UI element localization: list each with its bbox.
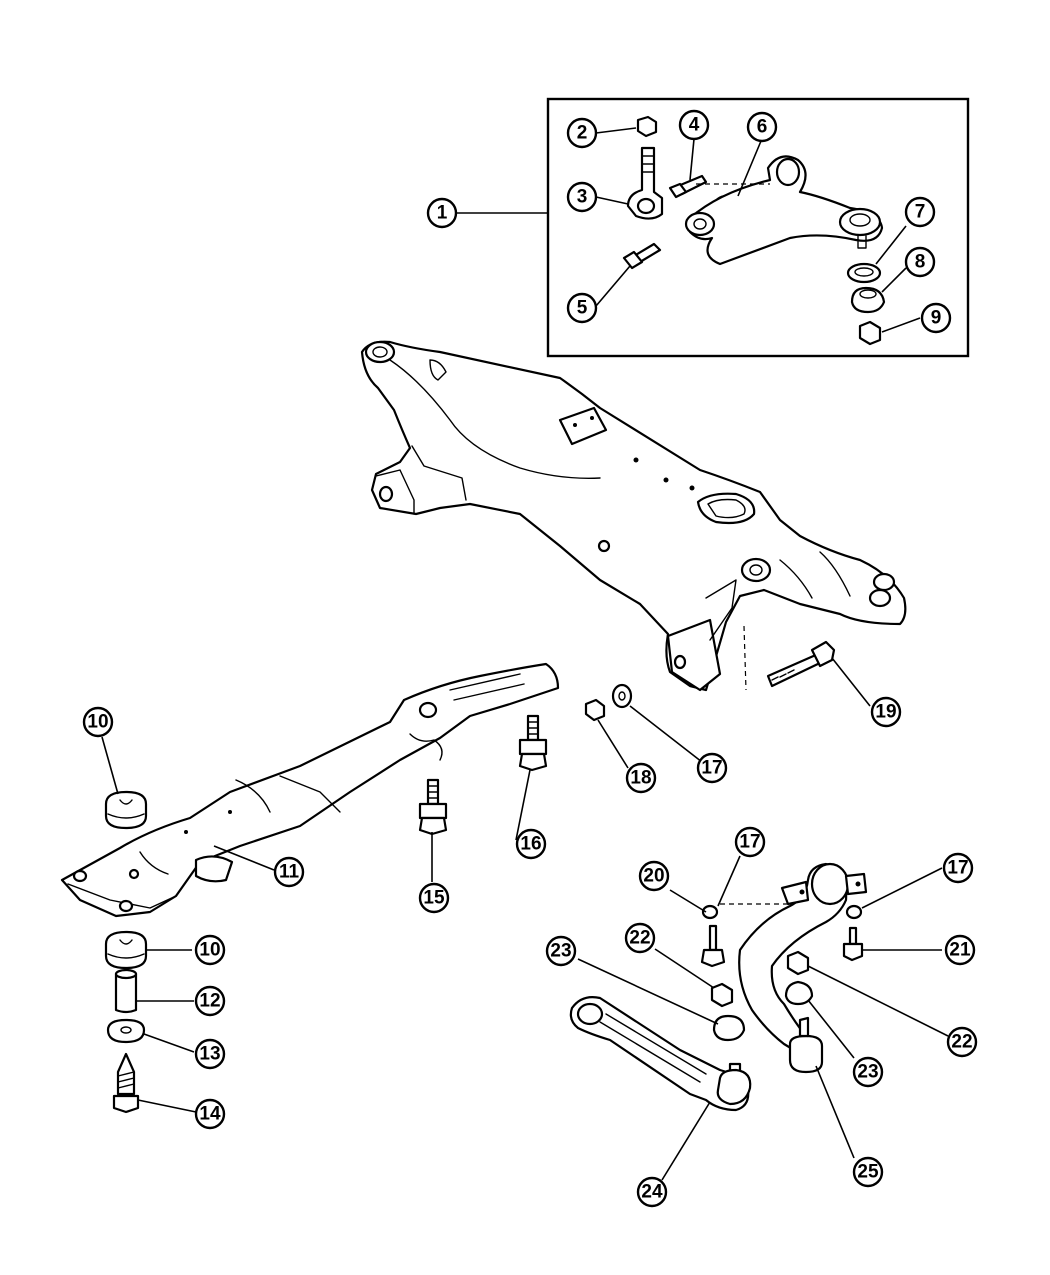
callout-12: 12 (194, 985, 226, 1017)
callout-8: 8 (904, 246, 936, 278)
callout-22-right: 22 (946, 1026, 978, 1058)
callout-label: 5 (577, 298, 588, 319)
callout-10-top: 10 (82, 706, 114, 738)
callout-23-right: 23 (852, 1056, 884, 1088)
callout-label: 10 (199, 940, 220, 961)
strut-rod-part (569, 996, 752, 1112)
callout-17-crossmember: 17 (696, 752, 728, 784)
callout-22-left: 22 (624, 922, 656, 954)
callout-15: 15 (418, 882, 450, 914)
callout-label: 14 (199, 1104, 221, 1125)
nut-part (710, 982, 734, 1008)
callout-13: 13 (194, 1038, 226, 1070)
callout-3: 3 (566, 181, 598, 213)
callout-label: 16 (520, 834, 541, 855)
callout-9: 9 (920, 302, 952, 334)
callout-label: 7 (915, 202, 926, 223)
stud-part (418, 778, 448, 836)
dust-boot-part (712, 1014, 746, 1042)
leader-lines (101, 127, 949, 1181)
callout-label: 17 (739, 832, 760, 853)
dust-boot-part (784, 980, 814, 1006)
nut-part (786, 950, 810, 976)
upper-control-arm-inset-box (546, 97, 970, 358)
washer-part (611, 683, 633, 709)
callout-17-right: 17 (942, 852, 974, 884)
callout-20: 20 (638, 860, 670, 892)
callout-5: 5 (566, 292, 598, 324)
callout-label: 9 (931, 308, 942, 329)
callout-label: 8 (915, 252, 926, 273)
callout-label: 25 (857, 1162, 879, 1183)
callout-7: 7 (904, 196, 936, 228)
bolt-part (700, 924, 726, 968)
callout-label: 3 (577, 187, 588, 208)
callout-label: 20 (643, 866, 664, 887)
stud-part (518, 714, 548, 772)
sleeve-part (114, 972, 138, 1014)
callout-24: 24 (636, 1176, 668, 1208)
callout-1: 1 (426, 197, 458, 229)
washer-part (701, 904, 719, 920)
washer-part (845, 904, 863, 920)
bolt-part (842, 926, 864, 962)
insulator-part (104, 790, 148, 830)
callout-17-left: 17 (734, 826, 766, 858)
callout-label: 4 (689, 115, 700, 136)
upper-control-arm-part (688, 155, 884, 266)
callout-label: 1 (437, 203, 448, 224)
callout-label: 23 (550, 941, 571, 962)
seal-part (846, 262, 882, 284)
callout-label: 10 (87, 712, 108, 733)
callout-21: 21 (944, 934, 976, 966)
callout-label: 6 (757, 117, 768, 138)
dust-boot-part (850, 286, 886, 314)
callout-label: 22 (951, 1032, 972, 1053)
callout-label: 15 (423, 888, 445, 909)
insulator-part (104, 930, 148, 970)
callout-label: 22 (629, 928, 650, 949)
nut-part (584, 698, 606, 722)
callout-2: 2 (566, 117, 598, 149)
callout-11: 11 (273, 856, 305, 888)
callout-19: 19 (870, 696, 902, 728)
callout-14: 14 (194, 1098, 226, 1130)
ball-joint-part (626, 146, 664, 220)
castle-nut-part (636, 115, 658, 138)
bolt-part (112, 1052, 140, 1114)
upper-control-arm-parts (622, 115, 886, 346)
callout-label: 23 (857, 1062, 878, 1083)
washer-part (106, 1018, 146, 1044)
callout-label: 17 (701, 758, 722, 779)
callout-18: 18 (625, 762, 657, 794)
callout-label: 18 (630, 768, 651, 789)
nut-part (858, 320, 882, 346)
lower-control-arm-part (738, 862, 868, 1074)
callout-10-bottom: 10 (194, 934, 226, 966)
callout-label: 24 (641, 1182, 663, 1203)
transmission-crossmember-part (60, 662, 560, 918)
callout-23-left: 23 (545, 935, 577, 967)
long-bolt-part (766, 640, 836, 688)
callout-25: 25 (852, 1156, 884, 1188)
callout-label: 2 (577, 123, 588, 144)
callout-6: 6 (746, 111, 778, 143)
callout-label: 17 (947, 858, 968, 879)
callout-label: 13 (199, 1044, 220, 1065)
callout-label: 19 (875, 702, 896, 723)
callout-label: 11 (279, 862, 300, 883)
callout-label: 21 (949, 940, 971, 961)
callout-16: 16 (515, 828, 547, 860)
callout-4: 4 (678, 109, 710, 141)
crossmember-part (360, 340, 907, 692)
callout-label: 12 (199, 991, 220, 1012)
